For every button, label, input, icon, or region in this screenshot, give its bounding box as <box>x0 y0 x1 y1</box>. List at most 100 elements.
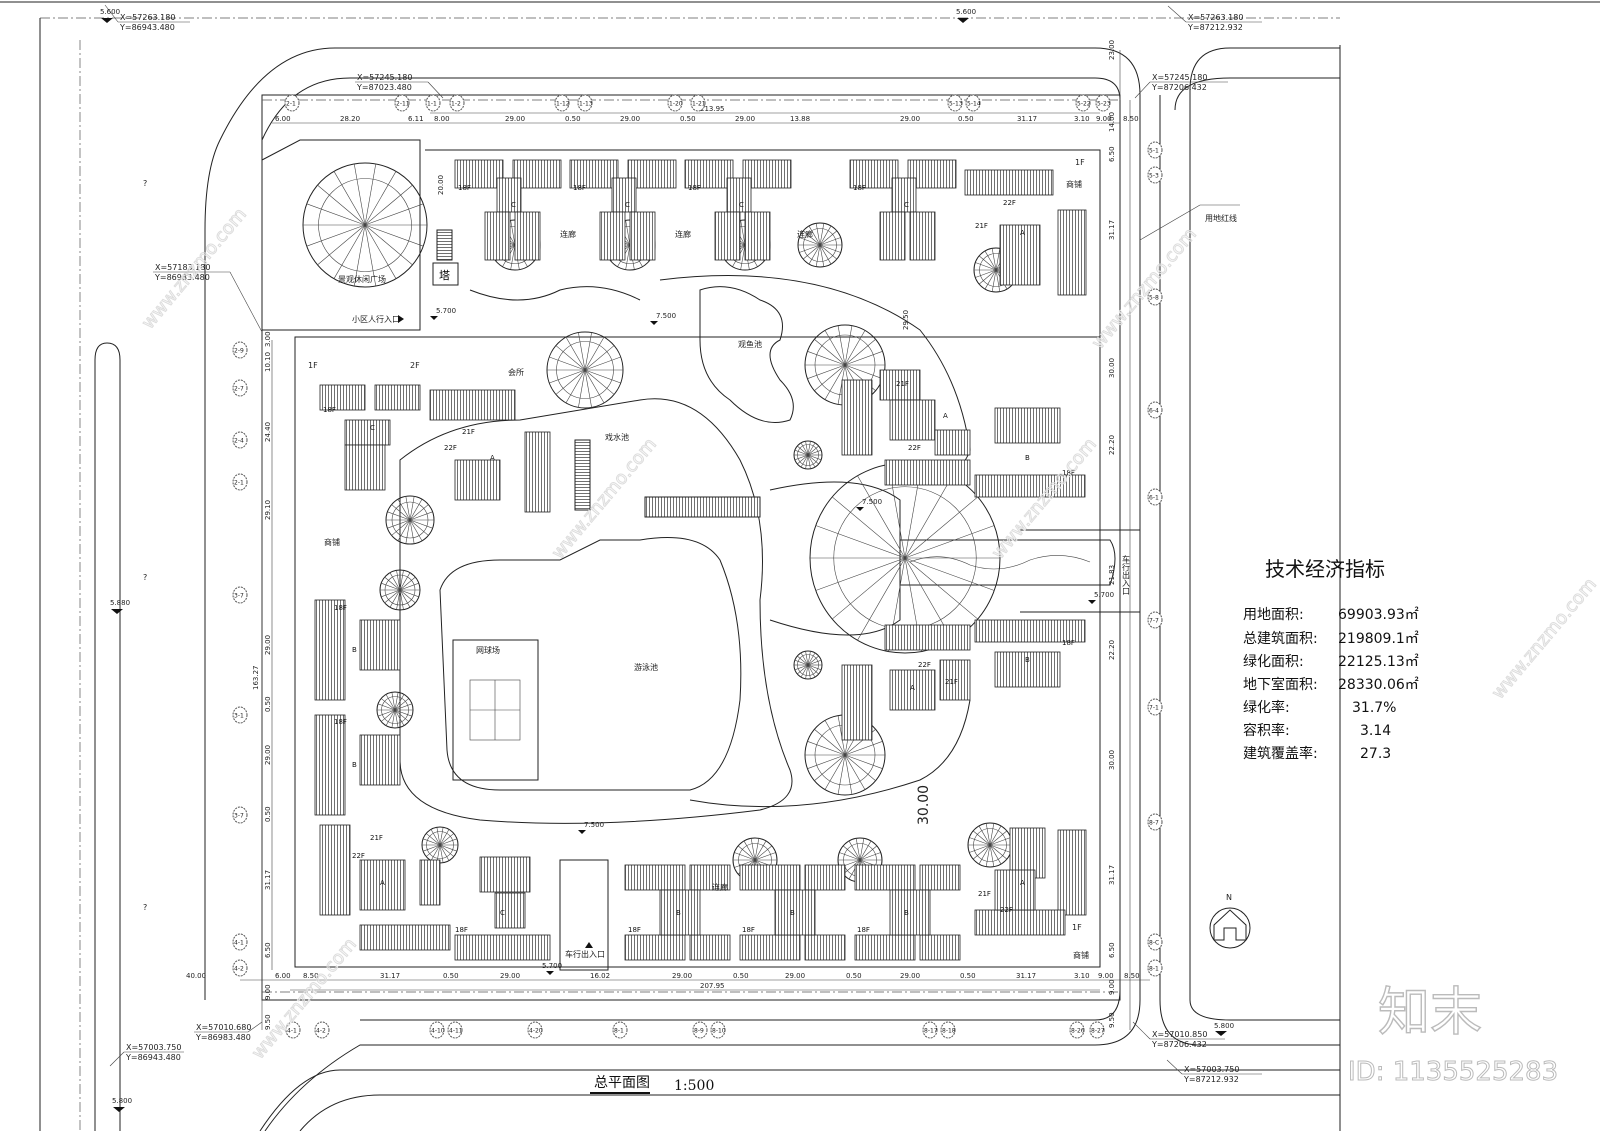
axis-bubble <box>612 1021 628 1039</box>
radial-spoke <box>510 220 516 246</box>
axis-bubble <box>447 1021 463 1039</box>
coordinate-x: X=57245.180 <box>357 73 412 82</box>
building-block <box>524 431 551 513</box>
watermark-brand: 知末 <box>1378 983 1482 1043</box>
radial-spoke <box>391 519 411 536</box>
coordinate-y: Y=87023.480 <box>356 83 412 92</box>
radial-spoke <box>797 445 809 456</box>
axis-label: 3-1 <box>234 713 244 720</box>
axis-bubble <box>1147 611 1163 629</box>
radial-spoke <box>740 220 746 246</box>
axis-bubble <box>232 431 248 449</box>
radial-spoke <box>844 325 853 366</box>
radial-spoke <box>430 844 441 861</box>
radial-spoke <box>844 351 883 366</box>
axis-label: 3-7 <box>234 813 244 820</box>
dimension-value: 31.17 <box>1108 865 1116 885</box>
radial-spoke <box>405 496 411 521</box>
watermark-site: www.znzmo.com <box>988 434 1101 563</box>
radial-spoke <box>409 519 415 544</box>
axis-label: 2-4 <box>234 438 244 445</box>
radial-spoke <box>819 244 825 267</box>
dimension-value: 29.00 <box>785 972 805 980</box>
radial-spoke <box>394 709 409 722</box>
coordinate-y: Y=86983.480 <box>154 273 210 282</box>
coordinate-y: Y=87206.432 <box>1151 83 1207 92</box>
radial-spoke <box>391 692 396 711</box>
axis-label: 3-7 <box>234 593 244 600</box>
radial-spoke <box>985 823 991 846</box>
radial-spoke <box>409 519 433 529</box>
dimension-value: 8.50 <box>1123 115 1139 123</box>
axis-bubble <box>1075 94 1091 112</box>
radial-spoke <box>555 345 586 371</box>
radial-spoke <box>399 576 416 591</box>
floor-label: 18F <box>742 926 755 934</box>
axis-bubble <box>232 959 248 977</box>
axis-bubble <box>232 473 248 491</box>
axis-bubble <box>922 1021 938 1039</box>
radial-spoke <box>819 225 832 246</box>
radial-spoke <box>317 224 366 266</box>
axis-label: 1-20 <box>669 101 683 108</box>
drawing-scale: 1:500 <box>674 1078 714 1094</box>
building-block <box>454 459 501 501</box>
axis-label: 5-22 <box>1077 101 1091 108</box>
axis-label: 5-13 <box>949 101 963 108</box>
dimension-value: 6.11 <box>408 115 424 123</box>
axis-label: 8-9 <box>694 1028 704 1035</box>
dimension-value: 0.50 <box>565 115 581 123</box>
vehicle-entrance-label: 车行出入口 <box>565 949 605 959</box>
floor-label: 18F <box>323 406 336 414</box>
axis-bubble <box>1147 959 1163 977</box>
radial-spoke <box>859 840 872 861</box>
radial-spoke <box>734 859 756 868</box>
radial-spoke <box>807 454 819 465</box>
dimension-total: 213.95 <box>700 105 725 113</box>
dimension-value: 10.10 <box>264 352 272 372</box>
residential-buildings <box>314 159 1087 961</box>
radial-spoke <box>989 844 1002 865</box>
floor-label: 22F <box>908 444 921 452</box>
radial-spoke <box>333 171 366 226</box>
dimension-value: 29.10 <box>264 500 272 520</box>
floor-label: 22F <box>918 661 931 669</box>
axis-label: 6-4 <box>1149 408 1159 415</box>
radial-spoke <box>978 255 997 271</box>
coordinate-y: Y=86943.480 <box>125 1053 181 1062</box>
axis-bubble <box>284 94 300 112</box>
building-block <box>359 734 401 786</box>
dimension-value: 30.00 <box>1108 750 1116 770</box>
radial-spoke <box>389 572 401 591</box>
floor-label: 21F <box>975 222 988 230</box>
building-block <box>624 864 686 891</box>
dimension-total: 207.95 <box>700 982 725 990</box>
radial-spoke <box>565 336 586 371</box>
axis-label: 4-2 <box>234 966 244 973</box>
dimension-value: 30.00 <box>1108 358 1116 378</box>
radial-spoke <box>364 224 377 287</box>
radial-spoke <box>409 511 433 521</box>
dimension-value: 31.17 <box>380 972 400 980</box>
dimension-value: 3.10 <box>1074 972 1090 980</box>
north-label: N <box>1226 893 1232 902</box>
indicator-label: 容积率: <box>1243 722 1290 739</box>
radial-spoke <box>832 557 906 620</box>
axis-bubble <box>232 586 248 604</box>
radial-spoke <box>844 754 853 795</box>
building-block <box>429 389 516 421</box>
building-block <box>344 419 391 446</box>
axis-bubble <box>965 94 981 112</box>
radial-spoke <box>805 664 809 679</box>
elevation-label: 5.700 <box>542 962 562 970</box>
radial-spoke <box>555 369 586 395</box>
axis-bubble <box>1147 401 1163 419</box>
indicator-label: 绿化率: <box>1243 699 1290 716</box>
building-block <box>974 909 1066 936</box>
axis-label: 2-7 <box>234 386 244 393</box>
floor-label: 21F <box>978 890 991 898</box>
coordinate-y: Y=87206.432 <box>1151 1040 1207 1049</box>
building-block <box>624 934 686 961</box>
wading-pool-label: 戏水池 <box>605 432 629 442</box>
building-block <box>569 159 619 189</box>
